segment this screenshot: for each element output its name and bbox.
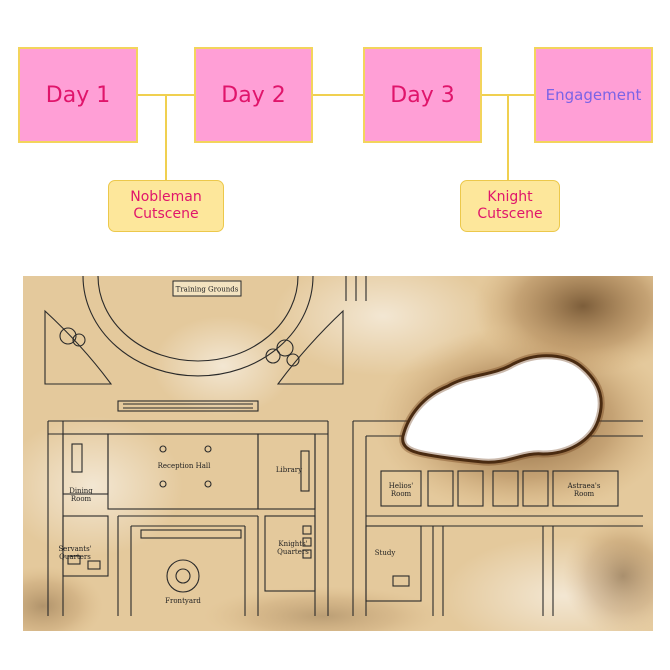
connector-nobleman-cutscene <box>165 95 167 181</box>
day-2-label: Day 2 <box>221 82 286 108</box>
knight-cutscene-note: Knight Cutscene <box>460 180 560 232</box>
dining-room-label-1: Dining <box>69 487 93 495</box>
day-1-label: Day 1 <box>45 82 111 108</box>
training-grounds-label: Training Grounds <box>176 286 239 294</box>
nobleman-cutscene-line2: Cutscene <box>133 206 199 222</box>
training-grounds-label-box <box>172 280 242 297</box>
day-2-box: Day 2 <box>194 47 313 143</box>
knights-quarters-label-2: Quarters <box>277 548 309 556</box>
astraea-room-label-1: Astraea's <box>567 482 601 490</box>
nobleman-cutscene-note: Nobleman Cutscene <box>108 180 224 232</box>
engagement-box: Engagement <box>534 47 653 143</box>
servants-quarters-label-1: Servants' <box>58 545 91 553</box>
astraea-room-label-2: Room <box>574 490 595 498</box>
reception-hall-label: Reception Hall <box>158 462 211 470</box>
knight-cutscene-line1: Knight <box>487 189 533 205</box>
helios-room-label-2: Room <box>391 490 412 498</box>
day-3-box: Day 3 <box>363 47 482 143</box>
knights-quarters-label-1: Knights' <box>278 540 307 548</box>
day-1-box: Day 1 <box>18 47 138 143</box>
helios-room-label-1: Helios' <box>389 482 414 490</box>
dining-room-label-2: Room <box>71 495 92 503</box>
connector-day2-day3 <box>312 94 364 96</box>
burnt-hole <box>401 354 603 464</box>
nobleman-cutscene-line1: Nobleman <box>130 189 202 205</box>
frontyard-label: Frontyard <box>165 597 201 605</box>
library-label: Library <box>276 466 302 474</box>
connector-knight-cutscene <box>507 95 509 181</box>
study-label: Study <box>375 549 396 557</box>
engagement-label: Engagement <box>545 86 642 104</box>
knight-cutscene-line2: Cutscene <box>477 206 543 222</box>
castle-map: Training Grounds Reception Hall Library … <box>23 276 653 631</box>
servants-quarters-label-2: Quarters <box>59 553 91 561</box>
day-3-label: Day 3 <box>390 82 455 108</box>
